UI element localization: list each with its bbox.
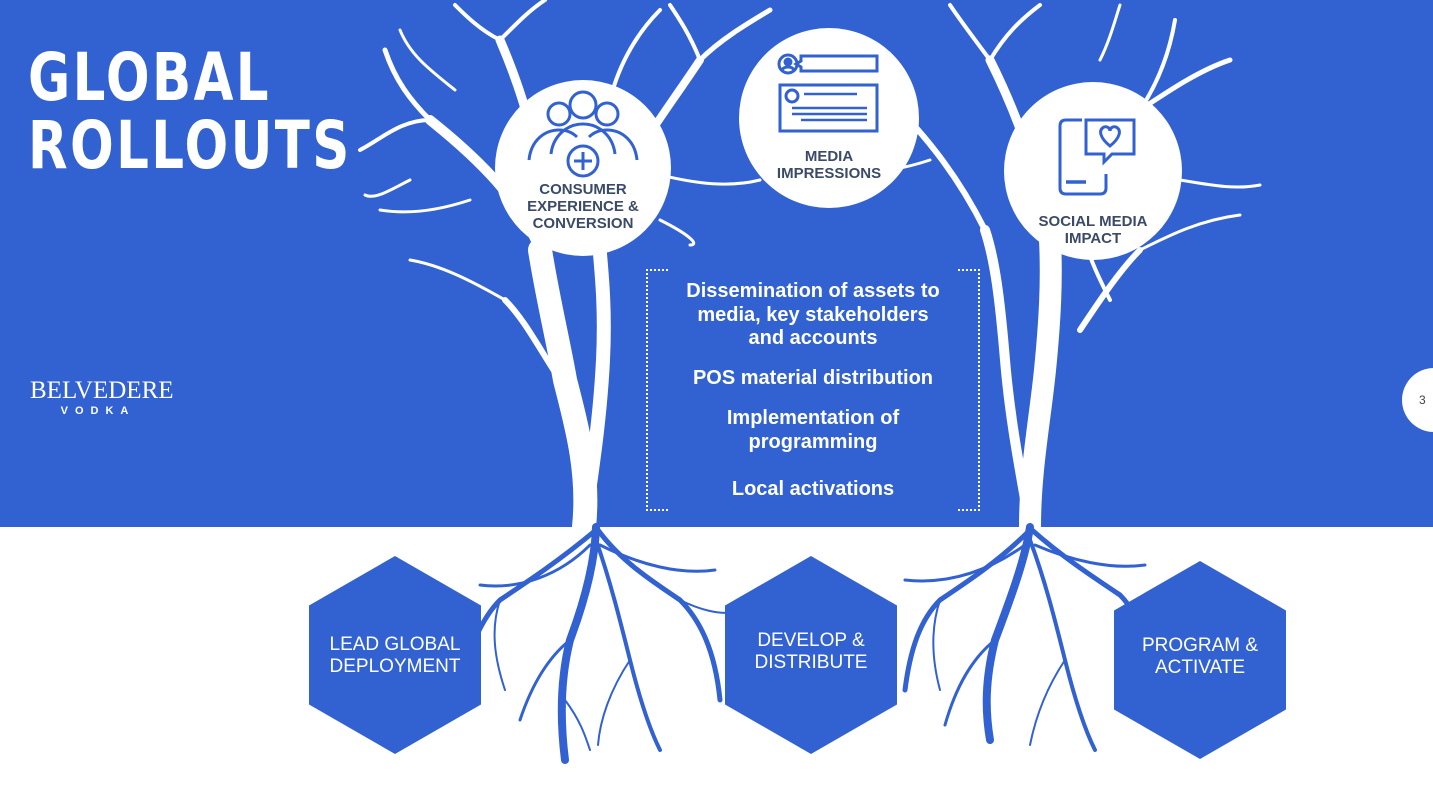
- outcome-label-line: IMPRESSIONS: [776, 165, 882, 182]
- brand-logo-sub: VODKA: [60, 405, 136, 417]
- outcome-media-impressions: MEDIA IMPRESSIONS: [739, 28, 919, 208]
- outcome-label-line: MEDIA: [804, 148, 854, 165]
- activity-line: media, key stakeholders: [697, 303, 929, 326]
- pillar-label-line: DEPLOYMENT: [329, 656, 461, 677]
- people-plus-icon: [527, 90, 639, 178]
- activity-item: Local activations: [646, 478, 980, 502]
- pillar-label-line: DISTRIBUTE: [754, 652, 868, 673]
- pillar-hexagon: DEVELOP & DISTRIBUTE: [725, 556, 897, 754]
- pillar-label-line: DEVELOP &: [757, 630, 865, 651]
- page-number: 3: [1419, 393, 1426, 407]
- outcome-label: MEDIA IMPRESSIONS: [739, 148, 919, 182]
- activity-item: Implementation of programming: [646, 407, 980, 454]
- activity-item: Dissemination of assets to media, key st…: [646, 280, 980, 351]
- activity-item: POS material distribution: [646, 367, 980, 391]
- outcome-label: CONSUMER EXPERIENCE & CONVERSION: [495, 181, 671, 232]
- activity-line: POS material distribution: [692, 367, 934, 389]
- outcome-label-line: CONSUMER: [539, 181, 627, 198]
- pillar-label-line: LEAD GLOBAL: [329, 634, 461, 655]
- activity-line: Dissemination of assets to: [686, 280, 940, 302]
- pillar-label: LEAD GLOBAL DEPLOYMENT: [309, 634, 481, 678]
- outcome-label-line: SOCIAL MEDIA: [1038, 213, 1148, 230]
- bracket-left: [646, 269, 668, 511]
- page-title: GLOBAL ROLLOUTS: [28, 44, 352, 180]
- activity-line: and accounts: [748, 327, 878, 349]
- outcome-label: SOCIAL MEDIA IMPACT: [1004, 213, 1182, 247]
- pillar-label-line: PROGRAM &: [1141, 635, 1259, 656]
- activity-line: Implementation of: [726, 407, 900, 429]
- blue-background-band: [0, 0, 1433, 527]
- outcome-label-line: EXPERIENCE &: [527, 198, 639, 215]
- phone-heart-icon: [1058, 118, 1136, 196]
- outcome-label-line: CONVERSION: [532, 215, 634, 232]
- pillar-label-line: ACTIVATE: [1154, 657, 1246, 678]
- activity-line: programming: [748, 430, 878, 453]
- outcome-label-line: IMPACT: [1064, 230, 1122, 247]
- media-profile-icon: [777, 53, 879, 133]
- outcome-consumer-experience: CONSUMER EXPERIENCE & CONVERSION: [495, 80, 671, 256]
- pillar-label: DEVELOP & DISTRIBUTE: [725, 630, 897, 674]
- activity-line: Local activations: [731, 478, 895, 500]
- brand-logo: BELVEDERE VODKA: [30, 377, 174, 418]
- bracket-right: [958, 269, 980, 511]
- page-title-line2: ROLLOUTS: [28, 107, 352, 184]
- page-title-line1: GLOBAL: [28, 39, 271, 116]
- activities-box: Dissemination of assets to media, key st…: [646, 269, 980, 511]
- outcome-social-media-impact: SOCIAL MEDIA IMPACT: [1004, 82, 1182, 260]
- pillar-label: PROGRAM & ACTIVATE: [1114, 635, 1286, 679]
- brand-logo-main: BELVEDERE: [30, 377, 174, 404]
